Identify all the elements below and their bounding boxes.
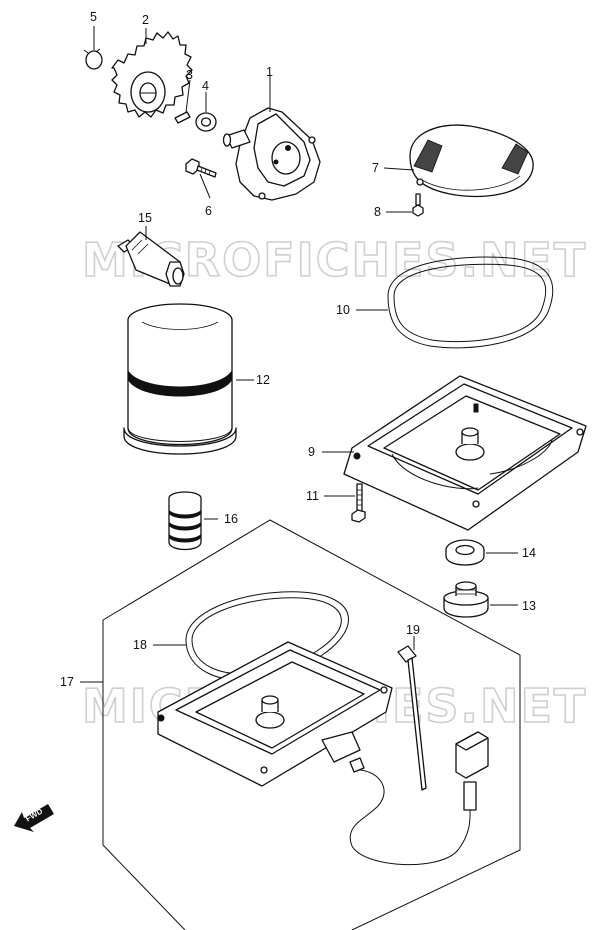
callout-15: 15 <box>138 211 152 225</box>
callout-5: 5 <box>90 10 97 24</box>
callout-3: 3 <box>186 68 193 82</box>
oil-filter-part-12 <box>123 303 237 455</box>
bolt-part-11 <box>351 483 366 523</box>
callout-6: 6 <box>205 204 212 218</box>
washer-part-14 <box>445 539 485 566</box>
callout-10: 10 <box>336 303 350 317</box>
filter-element-part-16 <box>168 491 202 551</box>
gasket-part-10 <box>387 256 554 349</box>
callout-8: 8 <box>374 205 381 219</box>
circlip-part-5 <box>83 48 103 70</box>
callout-4: 4 <box>202 79 209 93</box>
callout-16: 16 <box>224 512 238 526</box>
kit-oil-pan <box>157 641 489 866</box>
callout-7: 7 <box>372 161 379 175</box>
callout-numbers: 5 2 3 4 1 6 7 8 15 10 12 9 11 16 14 13 1… <box>60 10 536 689</box>
bolt-part-6 <box>185 158 217 178</box>
pin-part-3 <box>174 111 191 124</box>
oil-pump-part-1 <box>222 107 321 201</box>
callout-1: 1 <box>266 65 273 79</box>
callout-18: 18 <box>133 638 147 652</box>
callout-14: 14 <box>522 546 536 560</box>
oil-strainer-part-7 <box>409 124 534 198</box>
gear-part-2 <box>111 31 193 118</box>
oil-pan-part-9 <box>343 375 587 531</box>
forward-direction-arrow: FWD <box>14 804 54 832</box>
washer-part-4 <box>195 112 217 132</box>
leader-lines <box>80 26 518 683</box>
bolt-part-8 <box>412 193 424 217</box>
callout-11: 11 <box>306 489 319 503</box>
callout-9: 9 <box>308 445 315 459</box>
cable-tie-part-19 <box>397 645 427 791</box>
kit-boundary-17 <box>102 519 521 930</box>
oil-pressure-switch-part-15 <box>117 231 185 287</box>
callout-19: 19 <box>406 623 420 637</box>
callout-12: 12 <box>256 373 270 387</box>
callout-2: 2 <box>142 13 149 27</box>
drain-plug-part-13 <box>443 581 489 618</box>
callout-17: 17 <box>60 675 74 689</box>
callout-13: 13 <box>522 599 536 613</box>
